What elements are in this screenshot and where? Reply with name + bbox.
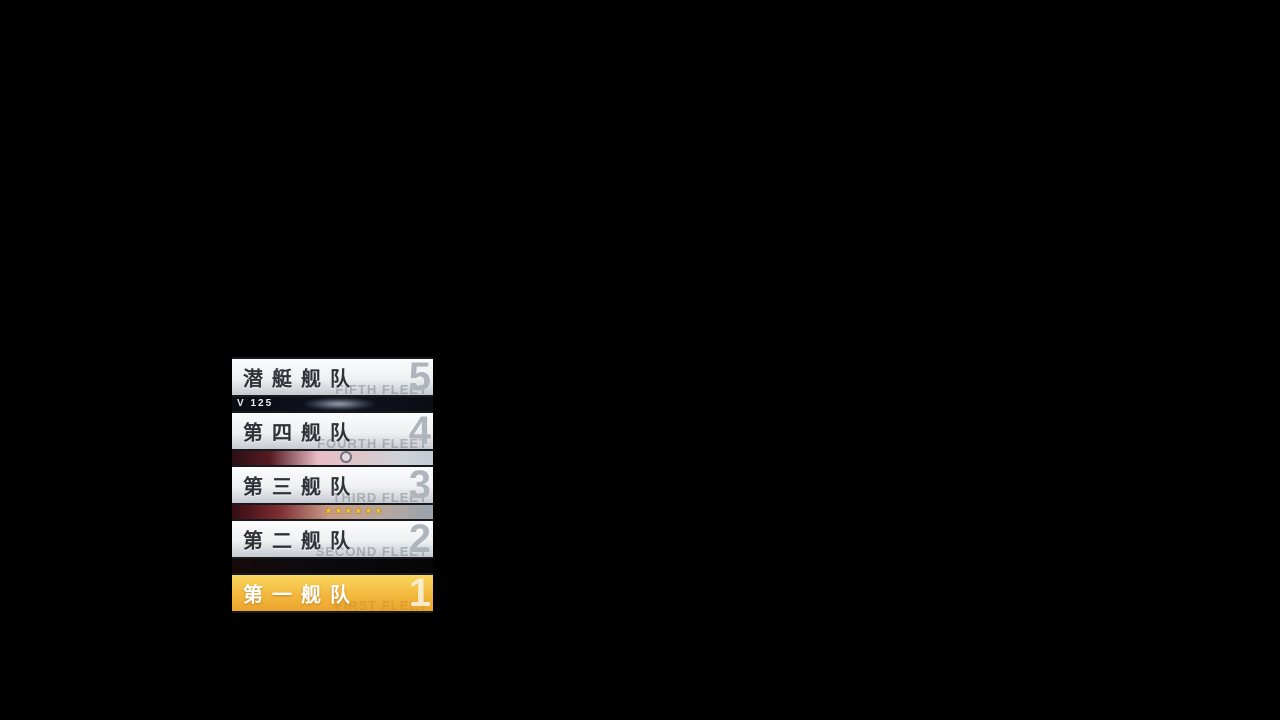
fleet-selection-menu: 5 FIFTH FLEET 潜艇舰队 V 125 4 FOURTH FLEET … [232,357,433,613]
fleet-item-label: 第一舰队 [243,584,359,607]
fleet-item-label: 第二舰队 [243,530,359,553]
fleet-item-label: 潜艇舰队 [243,368,359,391]
fleet-watermark-text: FOURTH FLEET [317,436,428,451]
fleet-number-badge: 2 [408,519,431,559]
fleet-watermark-text: FIFTH FLEET [335,382,428,397]
fleet-item-second-fleet[interactable]: 2 SECOND FLEET 第二舰队 [232,519,433,559]
background-art-strip: ★★★★★★ [232,505,433,519]
background-art-strip [232,451,433,465]
background-star-rating-icons: ★★★★★★ [324,506,384,517]
fleet-number-badge: 4 [408,411,431,451]
fleet-number-badge: 3 [408,465,431,505]
fleet-item-label: 第四舰队 [243,422,359,445]
fleet-number-badge: 5 [408,357,431,397]
fleet-item-submarine-fleet[interactable]: 5 FIFTH FLEET 潜艇舰队 [232,357,433,397]
background-art-strip: V 125 [232,397,433,411]
background-emblem-ring [340,451,352,463]
fleet-item-label: 第三舰队 [243,476,359,499]
fleet-watermark-text: THIRD FLEET [332,490,428,505]
background-art-strip [232,559,433,573]
fleet-watermark-text: FIRST FLEET [334,598,428,613]
background-hull-number-text: V 125 [237,398,274,409]
fleet-watermark-text: SECOND FLEET [315,544,428,559]
fleet-item-fourth-fleet[interactable]: 4 FOURTH FLEET 第四舰队 [232,411,433,451]
background-art-blur [304,398,374,410]
fleet-item-first-fleet[interactable]: 1 FIRST FLEET 第一舰队 [232,573,433,613]
fleet-number-badge: 1 [408,573,431,613]
fleet-item-third-fleet[interactable]: 3 THIRD FLEET 第三舰队 [232,465,433,505]
